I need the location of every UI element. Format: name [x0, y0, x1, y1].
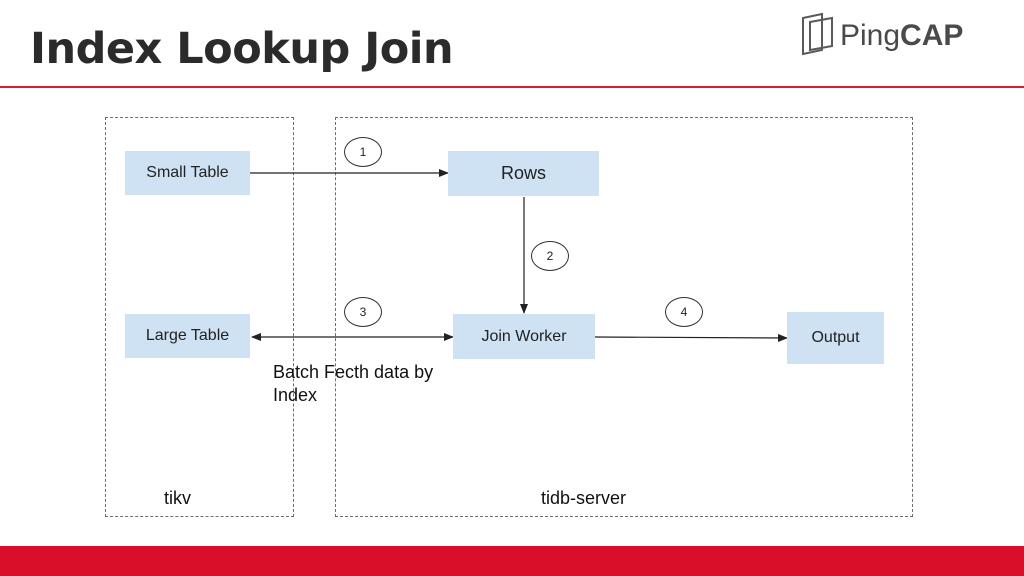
pingcap-logo-text: PingCAP — [840, 16, 963, 56]
annotation-line-2: Index — [273, 385, 318, 405]
step-marker-3: 3 — [344, 297, 382, 327]
pingcap-logo: PingCAP — [800, 12, 970, 58]
small-table-node: Small Table — [125, 151, 250, 195]
title-underline — [0, 86, 1024, 88]
pingcap-logo-icon — [802, 12, 833, 56]
tikv-region — [105, 117, 294, 517]
step-marker-2: 2 — [531, 241, 569, 271]
logo-text-light: Ping — [840, 19, 901, 52]
step-marker-1: 1 — [344, 137, 382, 167]
edge-join-worker-to-output — [594, 333, 788, 342]
tikv-region-label: tikv — [164, 488, 191, 508]
batch-fetch-annotation: Batch Fecth data by Index — [273, 361, 473, 407]
logo-text-strong: CAP — [900, 19, 964, 52]
step-marker-4: 4 — [665, 297, 703, 327]
footer-bar — [0, 546, 1024, 576]
tidb-server-region — [335, 117, 913, 517]
large-table-node: Large Table — [125, 314, 250, 358]
tidb-server-region-label: tidb-server — [541, 488, 627, 508]
output-node: Output — [787, 312, 884, 364]
slide-title: Index Lookup Join — [30, 24, 454, 74]
annotation-line-1: Batch Fecth data by — [273, 362, 434, 382]
rows-node: Rows — [448, 151, 599, 196]
join-worker-node: Join Worker — [453, 314, 595, 359]
